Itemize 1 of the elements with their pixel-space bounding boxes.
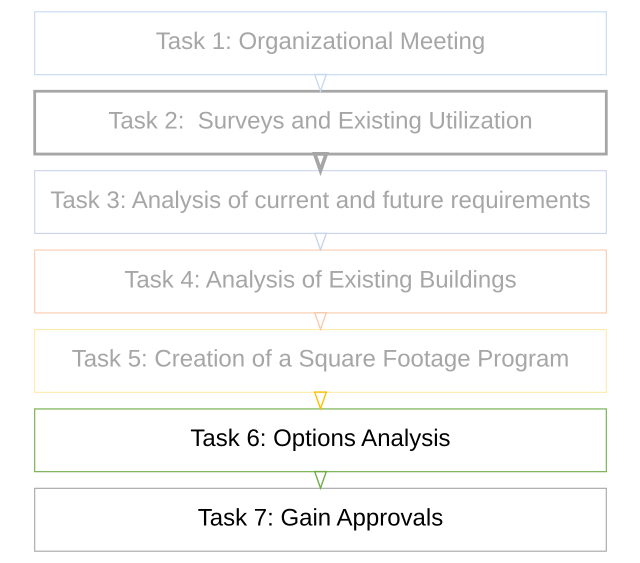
node-box: Task 7: Gain Approvals [34,488,606,552]
